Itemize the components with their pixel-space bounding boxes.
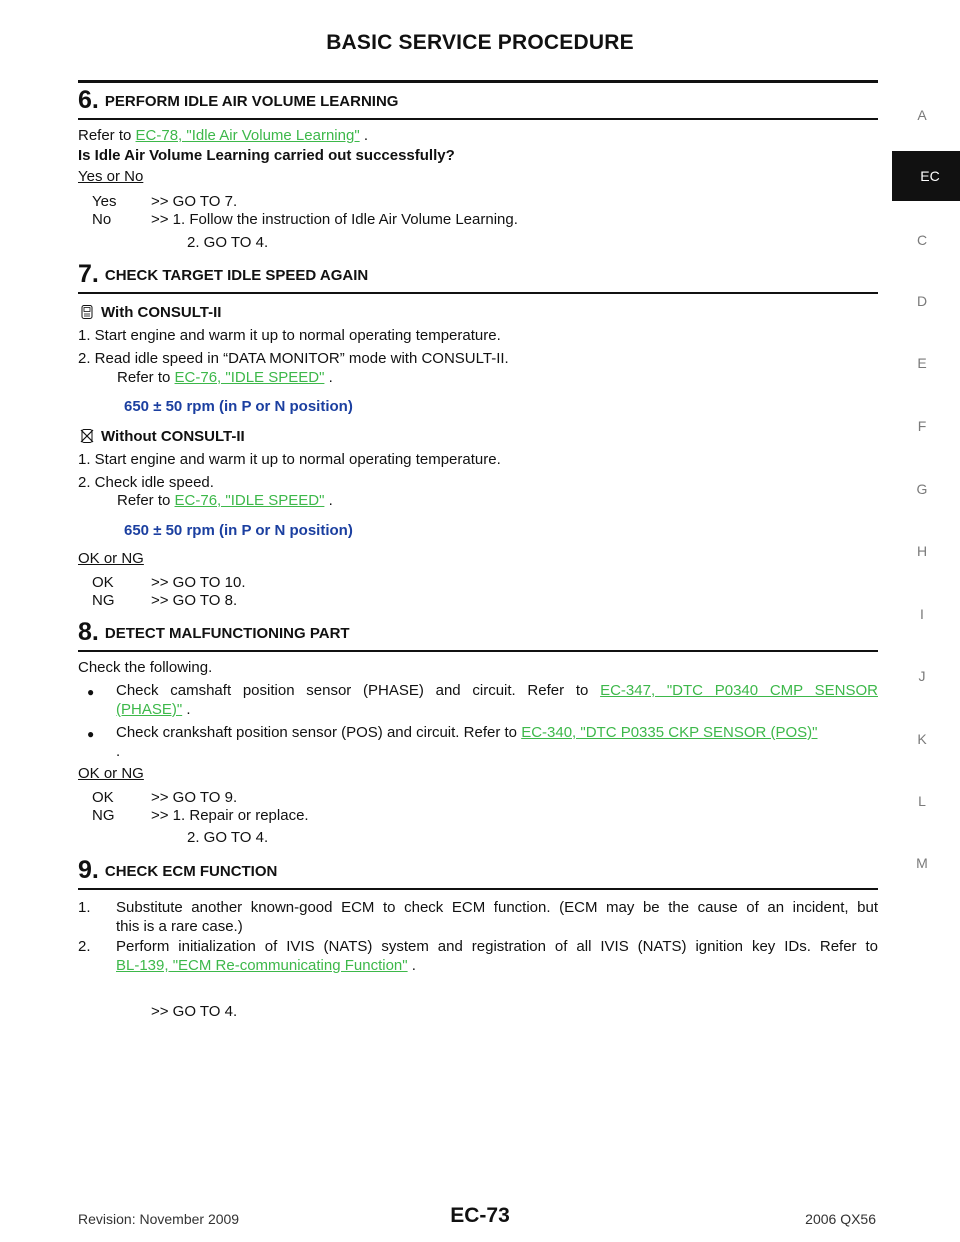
side-tab-d[interactable]: D — [916, 293, 928, 309]
step-number: 7. — [78, 260, 99, 288]
bullet-icon: ● — [87, 685, 95, 699]
model-name: 2006 QX56 — [805, 1211, 876, 1227]
ok-result: >> GO TO 9. — [151, 789, 238, 806]
refer-line: BL-139, "ECM Re-communicating Function" … — [116, 957, 416, 974]
step-rule — [78, 118, 878, 120]
link-dtc-p0340[interactable]: EC-347, "DTC P0340 CMP SENSOR — [600, 682, 878, 699]
side-tab-m[interactable]: M — [916, 855, 928, 871]
step-title: DETECT MALFUNCTIONING PART — [104, 625, 350, 642]
ok-result: >> GO TO 10. — [151, 574, 246, 591]
choice-label: OK or NG — [78, 550, 144, 567]
side-tab-e[interactable]: E — [917, 355, 927, 371]
step-7-heading: 7. CHECK TARGET IDLE SPEED AGAIN — [78, 260, 368, 289]
page-number: EC-73 — [450, 1204, 510, 1227]
link-idle-speed[interactable]: EC-76, "IDLE SPEED" — [174, 369, 325, 386]
refer-suffix: . — [328, 492, 333, 509]
step-number: 9. — [78, 856, 99, 884]
link-dtc-p0335[interactable]: EC-340, "DTC P0335 CKP SENSOR (POS)" — [521, 724, 818, 741]
bullet-icon: ● — [87, 727, 95, 741]
procedure-step: 1. Start engine and warm it up to normal… — [78, 451, 501, 468]
refer-line: Refer to EC-76, "IDLE SPEED" . — [117, 492, 333, 509]
step-rule — [78, 888, 878, 890]
yes-result: >> GO TO 7. — [151, 193, 238, 210]
procedure-step: 2. Read idle speed in “DATA MONITOR” mod… — [78, 350, 509, 367]
no-consult-icon — [80, 429, 94, 443]
yes-key: Yes — [92, 193, 117, 210]
refer-line: Refer to EC-78, "Idle Air Volume Learnin… — [78, 127, 368, 144]
ng-result-2: 2. GO TO 4. — [187, 829, 269, 846]
section-index: A EC C D E F G H I J K L M — [884, 0, 960, 1242]
page-title: BASIC SERVICE PROCEDURE — [326, 31, 634, 54]
ng-result: >> GO TO 8. — [151, 592, 238, 609]
intro-text: Check the following. — [78, 659, 213, 676]
idle-speed-spec: 650 ± 50 rpm (in P or N position) — [124, 522, 353, 539]
step-9-heading: 9. CHECK ECM FUNCTION — [78, 856, 277, 885]
side-tab-a[interactable]: A — [917, 107, 927, 123]
procedure-step-cont: this is a rare case.) — [116, 918, 243, 935]
link-ecm-recommunicating[interactable]: BL-139, "ECM Re-communicating Function" — [116, 957, 408, 974]
with-consult-label: With CONSULT-II — [101, 304, 222, 321]
side-tab-c[interactable]: C — [916, 232, 928, 248]
step-rule — [78, 650, 878, 652]
side-tab-j[interactable]: J — [918, 668, 926, 684]
refer-text: Refer to — [78, 127, 132, 144]
refer-line: Refer to EC-76, "IDLE SPEED" . — [117, 369, 333, 386]
procedure-step: Perform initialization of IVIS (NATS) sy… — [116, 938, 878, 955]
side-tab-g[interactable]: G — [916, 481, 928, 497]
bullet-item-camshaft-cont: (PHASE)" . — [116, 701, 191, 718]
procedure-step: Substitute another known-good ECM to che… — [116, 899, 878, 916]
refer-suffix: . — [116, 743, 121, 760]
side-tab-l[interactable]: L — [918, 793, 926, 809]
choice-label: Yes or No — [78, 168, 144, 185]
without-consult-label: Without CONSULT-II — [101, 428, 245, 445]
bullet-text: Check camshaft position sensor (PHASE) a… — [116, 682, 589, 699]
no-key: No — [92, 211, 112, 228]
refer-text: Refer to — [117, 369, 171, 386]
item-number: 1. — [78, 899, 91, 916]
refer-suffix: . — [328, 369, 333, 386]
no-result: >> 1. Follow the instruction of Idle Air… — [151, 211, 518, 228]
step-6-heading: 6. PERFORM IDLE AIR VOLUME LEARNING — [78, 86, 398, 115]
goto-result: >> GO TO 4. — [151, 1003, 238, 1020]
header-rule — [78, 80, 878, 83]
step-question: Is Idle Air Volume Learning carried out … — [78, 147, 455, 164]
no-result-2: 2. GO TO 4. — [187, 234, 269, 251]
link-idle-air-volume-learning[interactable]: EC-78, "Idle Air Volume Learning" — [135, 127, 360, 144]
step-number: 8. — [78, 618, 99, 646]
step-8-heading: 8. DETECT MALFUNCTIONING PART — [78, 618, 350, 647]
step-number: 6. — [78, 86, 99, 114]
refer-suffix: . — [363, 127, 368, 144]
ng-result: >> 1. Repair or replace. — [151, 807, 309, 824]
side-tab-f[interactable]: F — [917, 418, 927, 434]
side-tab-h[interactable]: H — [916, 543, 928, 559]
side-tab-k[interactable]: K — [917, 731, 927, 747]
consult-tool-icon — [80, 305, 94, 319]
link-dtc-p0340-cont[interactable]: (PHASE)" — [116, 701, 183, 718]
ok-key: OK — [92, 789, 114, 806]
ng-key: NG — [92, 592, 115, 609]
ok-key: OK — [92, 574, 114, 591]
procedure-step: 1. Start engine and warm it up to normal… — [78, 327, 501, 344]
ng-key: NG — [92, 807, 115, 824]
choice-label: OK or NG — [78, 765, 144, 782]
refer-text: Refer to — [117, 492, 171, 509]
step-title: CHECK TARGET IDLE SPEED AGAIN — [104, 267, 369, 284]
side-tab-i[interactable]: I — [920, 606, 924, 622]
step-rule — [78, 292, 878, 294]
item-number: 2. — [78, 938, 91, 955]
link-idle-speed[interactable]: EC-76, "IDLE SPEED" — [174, 492, 325, 509]
bullet-item-crankshaft: Check crankshaft position sensor (POS) a… — [116, 724, 818, 741]
bullet-text: Check crankshaft position sensor (POS) a… — [116, 724, 518, 741]
bullet-item-camshaft: Check camshaft position sensor (PHASE) a… — [116, 682, 878, 699]
refer-suffix: . — [186, 701, 191, 718]
idle-speed-spec: 650 ± 50 rpm (in P or N position) — [124, 398, 353, 415]
revision-date: Revision: November 2009 — [78, 1211, 240, 1227]
step-title: CHECK ECM FUNCTION — [104, 863, 278, 880]
procedure-step: 2. Check idle speed. — [78, 474, 214, 491]
side-tab-ec[interactable]: EC — [892, 151, 960, 201]
refer-suffix: . — [411, 957, 416, 974]
step-title: PERFORM IDLE AIR VOLUME LEARNING — [104, 93, 399, 110]
